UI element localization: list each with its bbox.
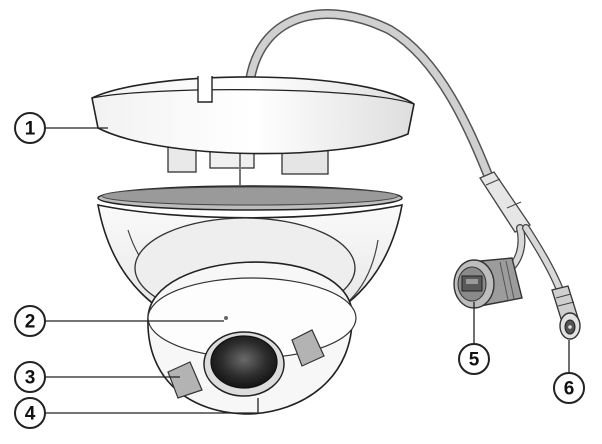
ir-led-right bbox=[291, 329, 325, 367]
callout-1: 1 bbox=[14, 112, 46, 144]
callout-4-label: 4 bbox=[25, 404, 36, 425]
lens bbox=[203, 331, 285, 397]
callout-5: 5 bbox=[458, 343, 490, 375]
callout-1-label: 1 bbox=[25, 119, 36, 140]
callout-3-label: 3 bbox=[25, 368, 36, 389]
callout-3: 3 bbox=[14, 361, 46, 393]
callout-6: 6 bbox=[553, 372, 585, 404]
network-connector bbox=[453, 257, 523, 309]
cable bbox=[245, 9, 564, 294]
indicator-light bbox=[224, 316, 228, 320]
callout-5-label: 5 bbox=[469, 350, 480, 371]
camera-ball bbox=[147, 261, 357, 415]
mounting-base bbox=[91, 76, 415, 185]
ir-led-left bbox=[167, 361, 203, 399]
callout-4: 4 bbox=[14, 397, 46, 429]
callout-2: 2 bbox=[14, 305, 46, 337]
leader-lines bbox=[44, 127, 570, 414]
callout-2-label: 2 bbox=[25, 312, 36, 333]
callout-6-label: 6 bbox=[564, 379, 575, 400]
power-connector bbox=[551, 285, 581, 340]
